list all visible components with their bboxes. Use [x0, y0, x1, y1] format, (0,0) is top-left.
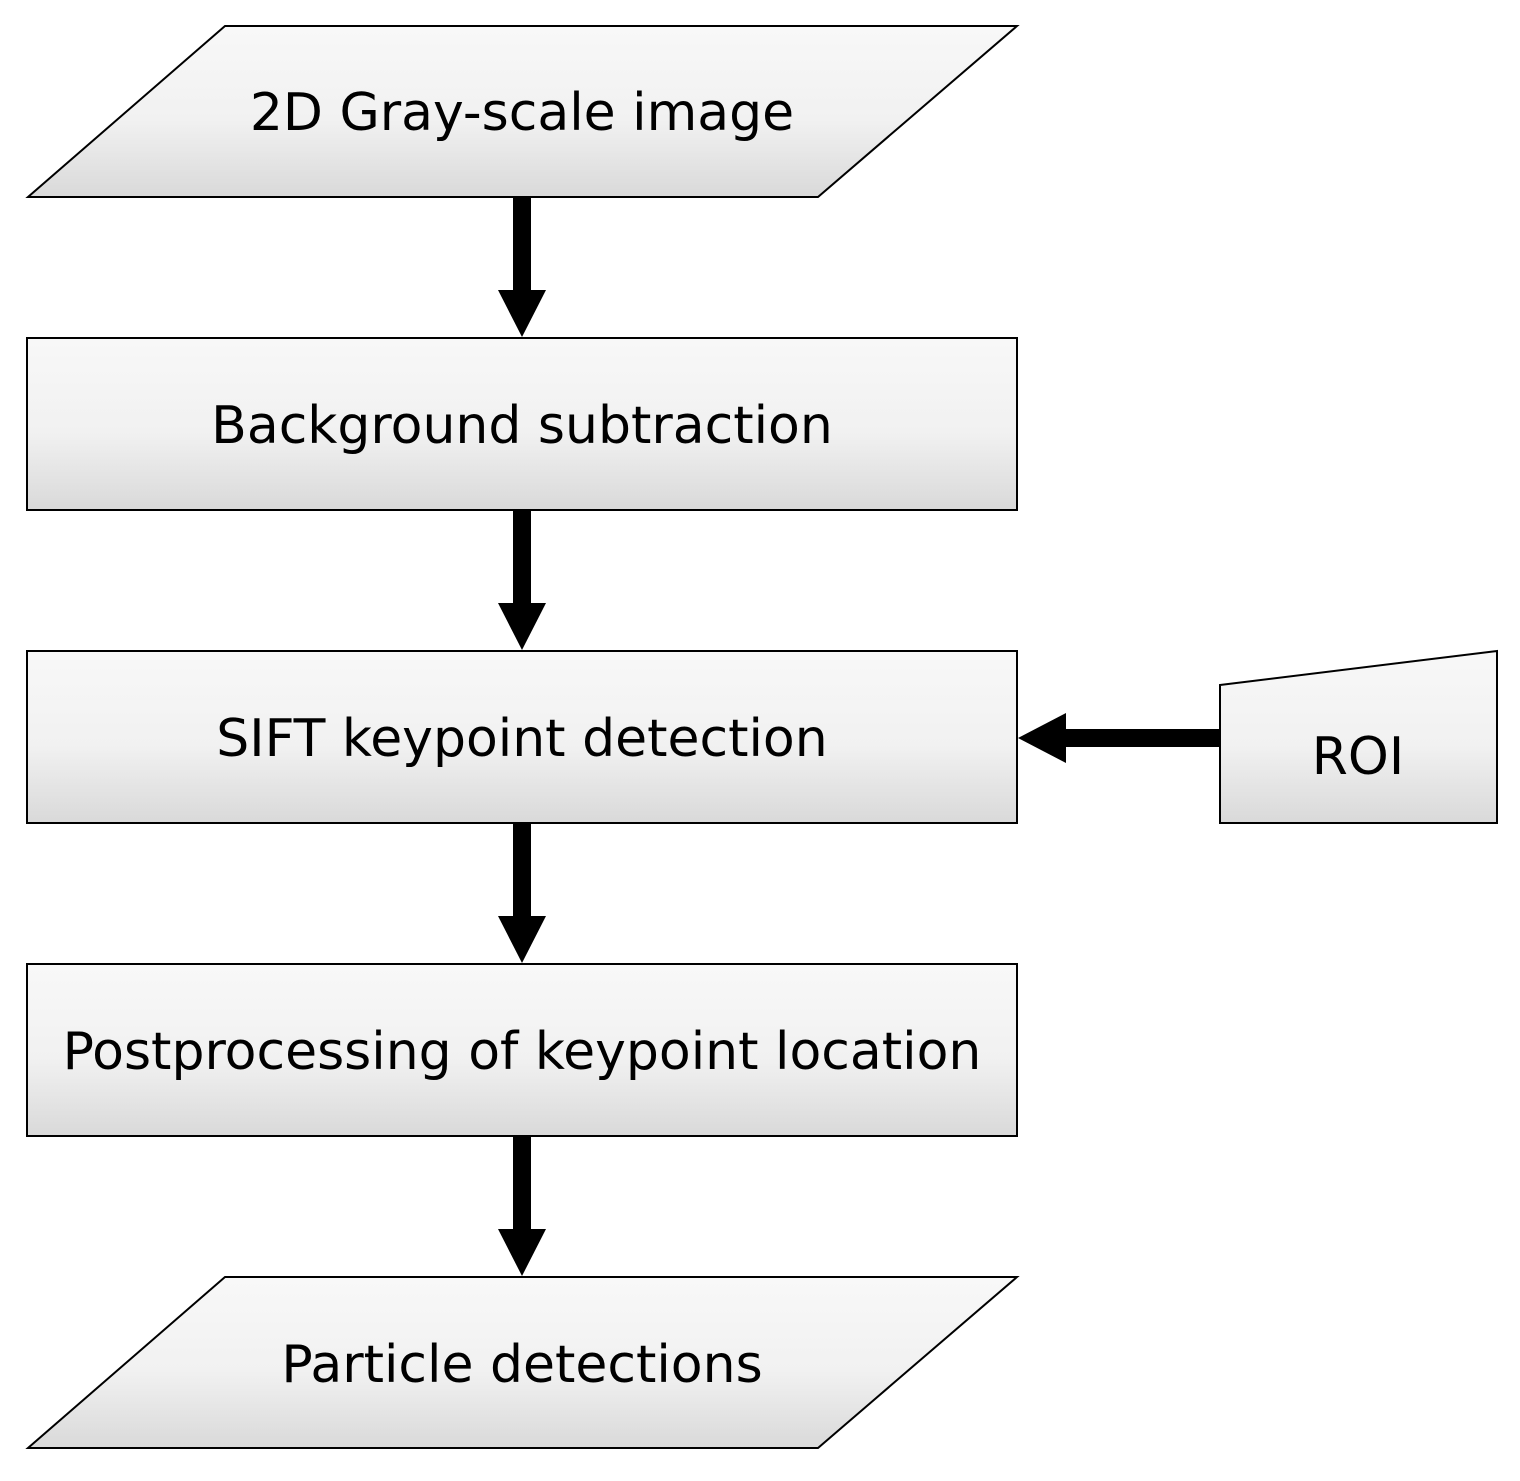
background-subtraction-label: Background subtraction [211, 396, 833, 456]
output-node: Particle detections [25, 1276, 1020, 1449]
input-parallelogram [25, 25, 1020, 198]
output-label: Particle detections [281, 1335, 762, 1395]
arrow-background-to-sift [498, 510, 546, 650]
output-parallelogram [25, 1276, 1020, 1449]
postprocessing-label: Postprocessing of keypoint location [63, 1022, 982, 1082]
roi-manual-input-shape [1219, 649, 1498, 824]
arrow-postprocess-to-output [498, 1136, 546, 1276]
postprocessing-box [26, 963, 1018, 1137]
background-subtraction-box [26, 337, 1018, 511]
postprocessing-node: Postprocessing of keypoint location [26, 963, 1018, 1137]
input-label: 2D Gray-scale image [250, 83, 794, 143]
roi-label: ROI [1312, 727, 1404, 787]
roi-node: ROI [1219, 649, 1498, 824]
arrow-sift-to-postprocess [498, 823, 546, 963]
input-node: 2D Gray-scale image [25, 25, 1020, 198]
background-subtraction-node: Background subtraction [26, 337, 1018, 511]
arrow-input-to-background [498, 197, 546, 337]
sift-detection-label: SIFT keypoint detection [216, 709, 827, 769]
sift-detection-node: SIFT keypoint detection [26, 650, 1018, 824]
arrow-roi-to-sift [1018, 713, 1220, 763]
